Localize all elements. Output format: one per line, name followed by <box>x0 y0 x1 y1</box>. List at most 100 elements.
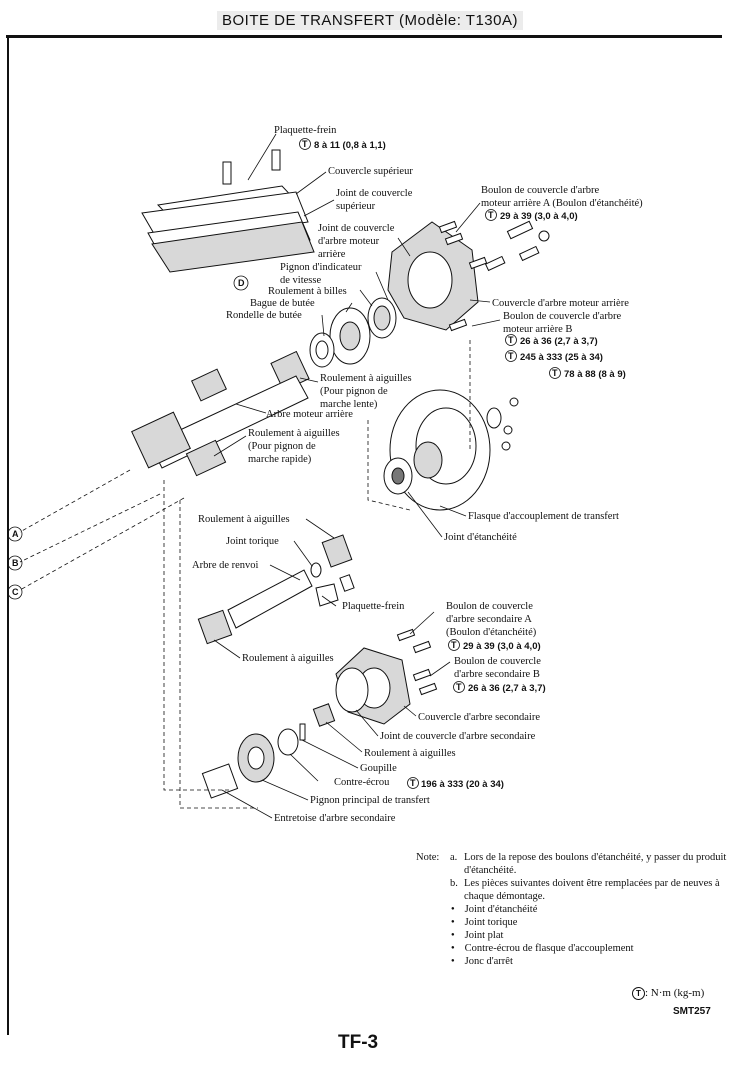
label-sec-bolt-a-2: d'arbre secondaire A <box>446 614 532 625</box>
list-item: Joint plat <box>465 929 736 942</box>
callout-labels: Plaquette-frein 8 à 11 (0,8 à 1,1) Couve… <box>192 125 643 824</box>
label-ball-bearing: Roulement à billes <box>268 286 347 297</box>
list-item: Joint torique <box>465 916 736 929</box>
svg-text:T: T <box>508 351 514 361</box>
label-rear-gasket-3: arrière <box>318 249 346 260</box>
svg-text:T: T <box>410 778 416 788</box>
label-counter-shaft: Arbre de renvoi <box>192 560 259 571</box>
list-item: Contre-écrou de flasque d'accouplement <box>465 942 736 955</box>
secondary-bolt-2 <box>412 640 432 654</box>
svg-text:T: T <box>302 139 308 149</box>
label-top-cover-gasket-1: Joint de couvercle <box>336 188 413 199</box>
pin-part <box>299 723 306 741</box>
ref-circle-a <box>7 526 23 542</box>
ref-label-a: A <box>12 529 19 539</box>
shaft-spline-part <box>131 411 191 469</box>
speedo-ring-part <box>538 230 550 242</box>
ball-bearing-inner-part <box>373 305 391 331</box>
flange-nose-part <box>413 441 443 479</box>
note-prefix: Note: <box>416 852 440 863</box>
label-main-gear: Pignon principal de transfert <box>310 795 430 806</box>
label-needle-low-2: (Pour pignon de <box>320 386 388 397</box>
svg-text:T: T <box>552 368 558 378</box>
label-o-ring: Joint torique <box>226 536 279 547</box>
coupling-flange-group <box>383 389 519 511</box>
speedo-bolt-part <box>484 255 506 272</box>
label-pin: Goupille <box>360 763 397 774</box>
label-rear-cover: Couvercle d'arbre moteur arrière <box>492 298 629 309</box>
note-a-key: a. <box>450 852 458 863</box>
flange-nut-2 <box>503 425 513 435</box>
ref-label-b: B <box>12 558 19 568</box>
flange-washer-part <box>486 407 502 429</box>
top-cover-plate-part <box>151 221 315 273</box>
header-rule <box>6 35 722 38</box>
svg-text:T: T <box>488 210 494 220</box>
brake-plate-bolt-2-part <box>339 574 355 592</box>
top-cover-bolt-part <box>222 161 232 185</box>
ref-label-c: C <box>12 587 19 597</box>
housing-bolt-2 <box>438 220 458 234</box>
label-rear-gasket-2: d'arbre moteur <box>318 236 380 247</box>
needle-cage-top-part <box>190 368 228 402</box>
needle-bearing-2-part <box>321 534 353 568</box>
label-torque-sec-b: 26 à 36 (2,7 à 3,7) <box>468 683 546 694</box>
label-rear-output-shaft: Arbre moteur arrière <box>266 409 353 420</box>
housing-bolt-1 <box>444 232 464 246</box>
label-torque-brake-plate: 8 à 11 (0,8 à 1,1) <box>314 140 386 151</box>
list-item: Joint d'étanchéité <box>465 903 736 916</box>
ref-circle-b <box>7 555 23 571</box>
ref-circle-c <box>7 584 23 600</box>
ref-circle-d <box>233 275 249 291</box>
leader-lines <box>213 133 501 819</box>
label-secondary-gasket: Joint de couvercle d'arbre secondaire <box>380 731 536 742</box>
label-top-cover-gasket-2: supérieur <box>336 201 376 212</box>
label-sec-bolt-a-1: Boulon de couvercle <box>446 601 533 612</box>
lock-nut-part <box>277 728 299 756</box>
counter-shaft-part <box>227 569 313 629</box>
flange-nut-3 <box>501 441 511 451</box>
page-number: TF-3 <box>338 1032 379 1053</box>
torque-icon: T <box>632 987 645 1000</box>
secondary-housing-group <box>201 628 438 799</box>
label-secondary-cover: Couvercle d'arbre secondaire <box>418 712 540 723</box>
replacement-list: Joint d'étanchéité Joint torique Joint p… <box>416 903 736 968</box>
label-brake-plate-2: Plaquette-frein <box>342 601 405 612</box>
label-bolt-b-1: Boulon de couvercle d'arbre <box>503 311 622 322</box>
secondary-bolt-3 <box>412 668 432 682</box>
label-bolt-a-2: moteur arrière A (Boulon d'étanchéité) <box>481 198 643 209</box>
label-bolt-a-1: Boulon de couvercle d'arbre <box>481 185 600 196</box>
label-spacer: Entretoise d'arbre secondaire <box>274 813 396 824</box>
label-speedo-gear-1: Pignon d'indicateur <box>280 262 362 273</box>
label-rear-gasket-1: Joint de couvercle <box>318 223 395 234</box>
brake-plate-2-part <box>315 583 339 607</box>
unit-legend: T: N·m (kg-m) <box>632 987 704 1000</box>
svg-text:T: T <box>456 682 462 692</box>
label-speedo-gear-2: de vitesse <box>280 275 321 286</box>
assembly-lines <box>19 340 471 809</box>
label-thrust-collar: Bague de butée <box>250 298 315 309</box>
label-coupling-flange: Flasque d'accouplement de transfert <box>468 511 619 522</box>
housing-bolt-4 <box>448 318 468 332</box>
main-gear-bore <box>247 746 265 770</box>
page-title: BOITE DE TRANSFERT (Modèle: T130A) <box>217 11 523 30</box>
label-thrust-washer: Rondelle de butée <box>226 310 302 321</box>
label-lock-nut: Contre-écrou <box>334 777 390 788</box>
main-shaft-group <box>131 297 397 477</box>
label-torque-245: 245 à 333 (25 à 34) <box>520 352 603 363</box>
counter-shaft-group <box>197 534 355 645</box>
label-bolt-b-2: moteur arrière B <box>503 324 572 335</box>
thrust-washer-bore <box>315 340 329 360</box>
label-needle-low-3: marche lente) <box>320 399 378 410</box>
note-a-text: Lors de la repose des boulons d'étanchéi… <box>464 852 727 876</box>
needle-bearing-4-part <box>312 703 336 727</box>
speedo-clip-part <box>518 245 540 262</box>
list-item: Jonc d'arrêt <box>465 955 736 968</box>
flange-nut-1 <box>509 397 519 407</box>
label-needle-3: Roulement à aiguilles <box>242 653 334 664</box>
ref-label-d: D <box>238 278 245 288</box>
label-torque-lock-nut: 196 à 333 (20 à 34) <box>421 779 504 790</box>
rear-housing-bore <box>407 251 453 309</box>
